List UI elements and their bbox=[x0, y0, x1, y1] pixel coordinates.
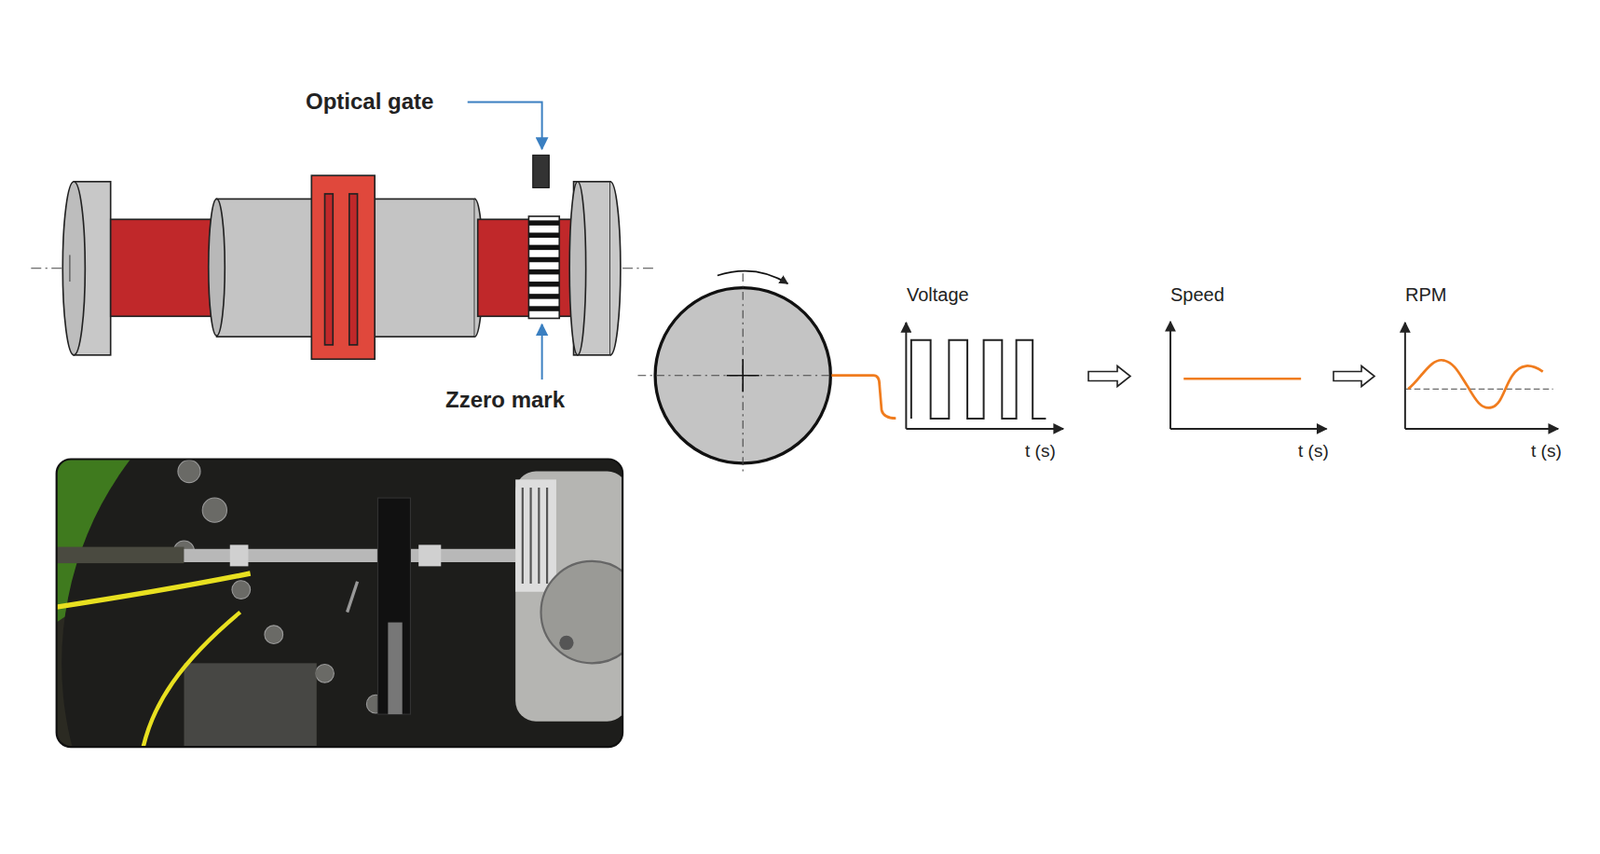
shaft-assembly bbox=[325, 193, 334, 345]
y-axis bbox=[1404, 322, 1407, 429]
photo bbox=[377, 497, 411, 714]
photo bbox=[529, 487, 532, 584]
optical-sensor bbox=[533, 154, 550, 188]
signal-plot: Voltage t (s) bbox=[885, 280, 1089, 472]
shaft-assembly bbox=[478, 218, 577, 316]
part-label: Zzero mark bbox=[445, 386, 565, 413]
plot-axes bbox=[885, 280, 1089, 472]
shaft-assembly bbox=[311, 175, 375, 359]
photo bbox=[521, 487, 524, 584]
photo bbox=[177, 460, 201, 483]
shaft-assembly bbox=[68, 255, 70, 282]
photo-frame bbox=[56, 458, 623, 747]
axis-label: t (s) bbox=[1531, 440, 1562, 462]
mean-line bbox=[1405, 388, 1554, 390]
photo bbox=[546, 487, 548, 584]
shaft-assembly bbox=[610, 181, 621, 356]
x-axis bbox=[905, 427, 1064, 430]
shaft-assembly bbox=[528, 305, 560, 311]
shaft-assembly bbox=[110, 218, 216, 316]
photo bbox=[56, 573, 251, 607]
signal-plot: Speed t (s) bbox=[1130, 280, 1334, 472]
photo bbox=[61, 458, 623, 747]
photo bbox=[315, 663, 335, 683]
shaft-assembly bbox=[528, 269, 560, 274]
speed-line bbox=[1183, 377, 1301, 381]
signal-wire bbox=[831, 375, 896, 419]
shaft-assembly bbox=[528, 281, 560, 287]
shaft-assembly bbox=[528, 245, 560, 250]
photo bbox=[264, 625, 284, 644]
y-axis bbox=[1169, 321, 1172, 429]
axes bbox=[1170, 321, 1327, 429]
leader-line bbox=[541, 324, 544, 380]
flow-arrow bbox=[1088, 366, 1131, 387]
photo bbox=[232, 580, 251, 600]
photo bbox=[515, 478, 557, 591]
photo bbox=[387, 622, 402, 714]
shaft-assembly bbox=[208, 198, 226, 336]
photo bbox=[202, 497, 227, 522]
plot-title: RPM bbox=[1405, 284, 1447, 306]
shaft-assembly bbox=[528, 232, 560, 238]
photo bbox=[559, 635, 574, 650]
center-line bbox=[742, 273, 744, 471]
shaft-assembly bbox=[528, 257, 560, 262]
photo bbox=[143, 612, 241, 747]
rpm-signal bbox=[1408, 359, 1544, 408]
shaft-assembly bbox=[528, 219, 560, 311]
photo bbox=[347, 581, 358, 613]
shaft-assembly bbox=[528, 219, 560, 225]
flow-arrow bbox=[1333, 366, 1375, 387]
photo bbox=[56, 547, 185, 564]
center-mark bbox=[741, 358, 744, 392]
axes bbox=[905, 322, 1064, 429]
photo bbox=[230, 544, 249, 566]
axis-label: t (s) bbox=[1025, 440, 1056, 462]
shaft-assembly bbox=[349, 193, 358, 345]
shaft-assembly bbox=[528, 216, 560, 318]
photo bbox=[537, 487, 540, 584]
photo bbox=[418, 544, 441, 566]
center-line bbox=[637, 374, 852, 376]
shaft-assembly bbox=[569, 181, 587, 356]
signal-plot: RPM t (s) bbox=[1374, 280, 1572, 472]
x-axis bbox=[1170, 427, 1327, 430]
part-label: Optical gate bbox=[305, 88, 434, 115]
photo bbox=[183, 662, 316, 747]
photo bbox=[541, 560, 624, 663]
rotation-arrow bbox=[717, 271, 789, 285]
shaft-assembly bbox=[528, 293, 560, 299]
axis-label: t (s) bbox=[1298, 440, 1329, 462]
shaft-assembly bbox=[62, 181, 85, 356]
plot-title: Voltage bbox=[906, 284, 970, 306]
photo bbox=[522, 487, 548, 584]
shaft-assembly bbox=[62, 175, 621, 359]
y-axis bbox=[904, 322, 907, 429]
photo bbox=[56, 458, 623, 747]
leader-line bbox=[467, 101, 543, 149]
plot-title: Speed bbox=[1170, 284, 1225, 306]
x-axis bbox=[1405, 427, 1559, 430]
pulse-signal bbox=[911, 340, 1047, 419]
axes bbox=[1405, 322, 1559, 429]
